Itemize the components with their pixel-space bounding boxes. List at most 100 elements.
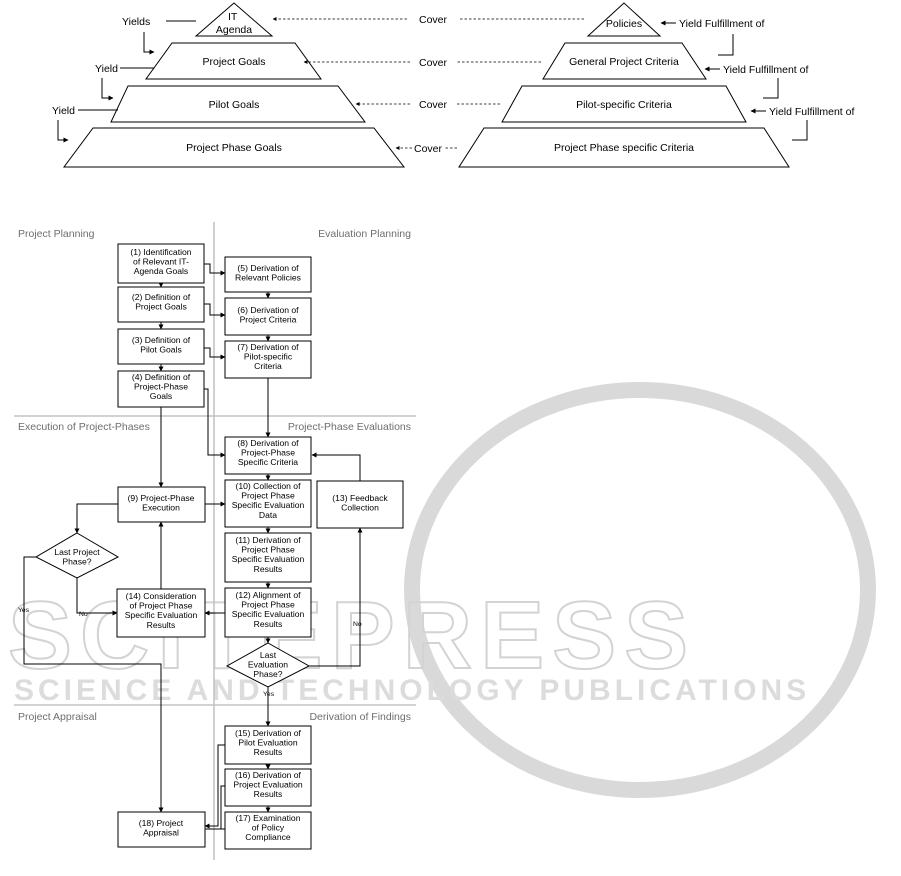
fulfillment-bracket-2 xyxy=(763,78,779,99)
edge-dec1-14 xyxy=(76,578,118,616)
fulfillment-label-1: Yield Fulfillment of xyxy=(679,18,764,30)
s12-line-3: Specific Evaluation xyxy=(232,609,305,619)
edge-15-18 xyxy=(204,744,225,829)
step-15-box xyxy=(224,725,312,765)
s16-line-1: (16) Derivation of xyxy=(235,770,302,780)
branch-no-left: No xyxy=(79,611,88,618)
cover-connectors: Cover Cover Cover Cover xyxy=(272,14,584,155)
left-pyramid: IT Agenda Project Goals Pilot Goals Proj… xyxy=(63,2,406,168)
s7-line-2: Pilot-specific xyxy=(244,352,293,362)
policies-shape xyxy=(586,2,662,37)
step-17-box xyxy=(224,811,312,850)
s12-line-1: (12) Alignment of xyxy=(236,590,302,600)
branch-labels: Yes No Yes No xyxy=(18,607,362,698)
region-findings: Derivation of Findings xyxy=(309,711,411,723)
s11-line-1: (11) Derivation of xyxy=(235,535,301,545)
fulfillment-bracket-3 xyxy=(792,120,808,141)
edge-9-dec1 xyxy=(74,503,118,534)
branch-yes-left: Yes xyxy=(18,607,30,614)
it-agenda-line-2: Agenda xyxy=(216,24,252,36)
s3-line-2: Pilot Goals xyxy=(140,345,182,355)
general-project-criteria-shape xyxy=(542,42,707,80)
s2-line-1: (2) Definition of xyxy=(132,292,191,302)
region-phase-evaluations: Project-Phase Evaluations xyxy=(288,421,411,433)
s6-line-1: (6) Derivation of xyxy=(237,305,299,315)
s1-line-3: Agenda Goals xyxy=(134,266,188,276)
s8-line-1: (8) Derivation of xyxy=(237,438,299,448)
policies-label: Policies xyxy=(606,18,642,30)
region-evaluation-planning: Evaluation Planning xyxy=(318,228,411,240)
s10-line-1: (10) Collection of xyxy=(236,481,302,491)
s14-line-1: (14) Consideration xyxy=(126,591,197,601)
s11-line-3: Specific Evaluation xyxy=(232,554,305,564)
s10-line-4: Data xyxy=(259,510,277,520)
s13-line-2: Collection xyxy=(341,503,379,513)
general-project-criteria-label: General Project Criteria xyxy=(569,56,679,68)
edge-dec1-18 xyxy=(23,556,164,813)
watermark-ring xyxy=(404,382,876,798)
step-3-box xyxy=(117,328,205,365)
s4-line-2: Project-Phase xyxy=(134,382,188,392)
decision-last-project-phase xyxy=(34,532,120,579)
edge-3-7 xyxy=(204,347,226,360)
cover-label-3: Cover xyxy=(419,99,448,111)
pilot-goals-label: Pilot Goals xyxy=(209,99,260,111)
watermark-primary: SCITEPRESS xyxy=(8,582,696,689)
pilot-specific-criteria-shape xyxy=(501,85,747,123)
s7-line-1: (7) Derivation of xyxy=(237,342,299,352)
s5-line-1: (5) Derivation of xyxy=(237,263,299,273)
s18-line-1: (18) Project xyxy=(139,818,184,828)
s18-line-2: Appraisal xyxy=(143,828,179,838)
step-14-box xyxy=(116,588,206,638)
s11-line-4: Results xyxy=(254,564,283,574)
branch-yes-right: Yes xyxy=(263,691,275,698)
right-pyramid: Policies General Project Criteria Pilot-… xyxy=(458,2,790,168)
yield-arrow-3 xyxy=(57,120,69,143)
watermark: SCITEPRESS SCIENCE AND TECHNOLOGY PUBLIC… xyxy=(7,382,876,798)
fulfillment-label-2: Yield Fulfillment of xyxy=(723,64,808,76)
region-execution: Execution of Project-Phases xyxy=(18,421,150,433)
edge-13-8 xyxy=(311,452,361,481)
cover-label-4: Cover xyxy=(414,143,443,155)
yield-arrows: Yields Yield Yield xyxy=(52,16,196,143)
step-5-box xyxy=(224,256,312,293)
step-1-box xyxy=(117,243,205,284)
s4-line-1: (4) Definition of xyxy=(132,372,191,382)
step-9-box xyxy=(117,486,206,523)
s17-line-2: of Policy xyxy=(252,823,285,833)
step-18-box xyxy=(117,811,206,848)
s1-line-1: (1) Identification xyxy=(130,247,191,257)
last-evaluation-phase-line-1: Last xyxy=(260,650,277,660)
branch-no-right: No xyxy=(353,621,362,628)
project-phase-specific-criteria-shape xyxy=(458,127,790,168)
edge-dec2-13 xyxy=(309,527,363,667)
fulfillment-bracket-1 xyxy=(718,34,734,56)
s8-line-2: Project-Phase xyxy=(241,448,295,458)
s16-line-2: Project Evaluation xyxy=(233,780,302,790)
edge-4-8 xyxy=(204,388,226,458)
yields-label-1: Yields xyxy=(122,16,150,28)
s6-line-2: Project Criteria xyxy=(240,315,297,325)
watermark-secondary: SCIENCE AND TECHNOLOGY PUBLICATIONS xyxy=(14,674,810,707)
yields-arrow-1 xyxy=(143,32,155,55)
flow-connectors xyxy=(23,263,363,830)
s8-line-3: Specific Criteria xyxy=(238,457,298,467)
yield-arrow-2 xyxy=(101,78,114,101)
